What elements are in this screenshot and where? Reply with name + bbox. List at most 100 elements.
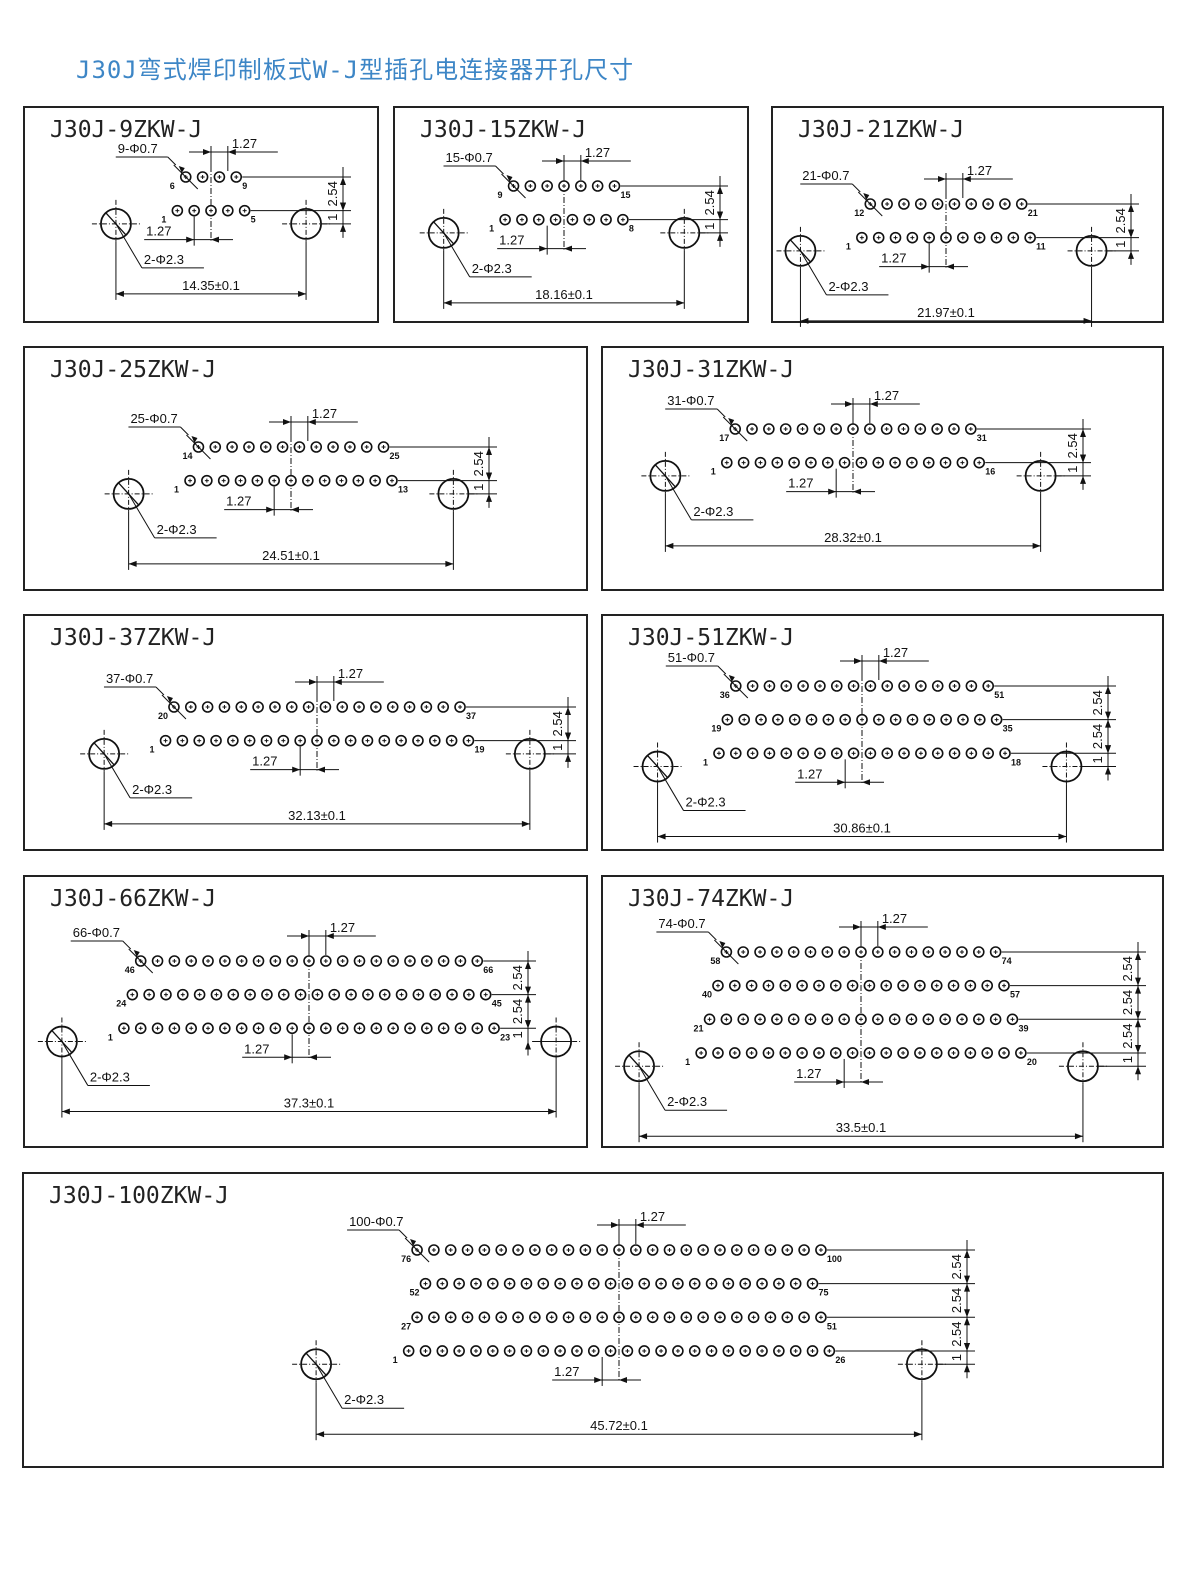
arrowhead [1080,475,1086,484]
arrowhead [853,924,861,930]
pin-number-start: 12 [854,208,864,218]
pitch-label-top: 1.27 [883,645,908,660]
pin-number-start: 19 [711,724,721,734]
span-label: 32.13±0.1 [288,808,346,823]
arrowhead [410,1239,417,1246]
arrowhead [298,290,307,297]
arrowhead [486,447,492,455]
pin-number-end: 8 [629,224,634,234]
offset-label: 1 [550,744,565,751]
arrowhead [291,506,299,513]
arrowhead [1105,745,1111,754]
arrowhead [878,658,887,664]
mounting-hole [100,208,132,240]
arrowhead [104,820,113,827]
pitch-label-top: 1.27 [882,911,907,926]
mounting-hole [427,217,460,249]
panel-frame [771,106,1164,323]
leader-line [800,250,827,296]
row-pitch-label: 2.54 [325,181,340,206]
arrowhead [340,177,346,185]
arrowhead [836,1078,845,1085]
arrowhead [717,186,723,194]
pitch-label-bottom: 1.27 [146,224,171,239]
holes-label: 21-Φ0.7 [802,168,849,183]
panel-title: J30J-66ZKW-J [50,886,216,912]
panel-title: J30J-15ZKW-J [420,117,586,143]
arrowhead [1105,711,1111,720]
pin-number-start: 1 [846,242,851,252]
pin-number-start: 1 [150,745,155,755]
pin-number-end: 11 [1036,242,1046,252]
arrowhead [1074,1133,1083,1140]
arrowhead [115,290,124,297]
pin-number-start: 58 [710,956,720,966]
holes-label: 9-Φ0.7 [118,141,158,156]
holes-label: 31-Φ0.7 [667,393,714,408]
leader-line [716,408,726,418]
panel-title: J30J-74ZKW-J [628,886,794,912]
arrowhead [1135,1044,1141,1053]
arrowhead [1032,542,1041,549]
pin-number-start: 6 [170,181,175,191]
page-title: J30J弯式焊印制板式W-J型插孔电连接器开孔尺寸 [76,56,635,84]
pin-number-start: 1 [685,1057,690,1067]
arrowhead [486,493,492,502]
arrowhead [962,176,971,182]
arrowhead [191,436,198,443]
arrowhead [128,560,137,567]
offset-label: 1 [702,223,717,230]
pin-number-end: 23 [500,1032,510,1042]
span-label: 18.16±0.1 [535,287,593,302]
panel-frame [23,875,588,1148]
arrowhead [133,950,140,957]
arrowhead [1135,1011,1141,1020]
pin-number-start: 1 [711,467,716,477]
arrowhead [964,1364,970,1373]
pin-number-start: 9 [498,190,503,200]
arrowhead [665,542,674,549]
pin-number-start: 46 [125,965,135,975]
pin-number-end: 45 [492,999,502,1009]
pin-number-end: 39 [1018,1023,1028,1033]
row-pitch-label: 2.54 [949,1288,964,1313]
offset-label: 1 [1120,1056,1135,1063]
diameter-leader [857,191,883,217]
offset-label: 1 [1065,466,1080,473]
arrowhead [292,766,301,773]
arrowhead [564,245,572,252]
mount-label: 2-Φ2.3 [132,782,172,797]
mounting-hole [641,750,674,783]
arrowhead [964,1283,970,1292]
arrowhead [1128,229,1134,238]
span-label: 45.72±0.1 [590,1418,648,1433]
arrowhead [309,1054,317,1061]
arrowhead [964,1250,970,1258]
pitch-label-top: 1.27 [232,136,257,151]
holes-label: 15-Φ0.7 [446,150,493,165]
arrowhead [1080,429,1086,437]
arrowhead [964,1309,970,1318]
arrowhead [717,211,723,220]
arrowhead [340,202,346,211]
mounting-hole [623,1050,655,1083]
arrowhead [525,961,531,969]
pitch-label-top: 1.27 [640,1209,665,1224]
row-pitch-label: 2.54 [1090,724,1105,749]
arrowhead [307,419,316,425]
pin-number-start: 21 [694,1023,704,1033]
arrowhead [921,263,930,270]
pin-number-start: 1 [161,215,166,225]
panel-title: J30J-51ZKW-J [628,625,794,651]
arrowhead [340,223,346,232]
arrowhead [1083,317,1092,324]
arrowhead [1105,719,1111,728]
arrowhead [853,488,861,495]
mounting-hole [784,235,817,267]
span-label: 30.86±0.1 [833,821,891,836]
leader-line [61,1041,89,1086]
mount-label: 2-Φ2.3 [667,1094,707,1109]
arrowhead [964,1342,970,1351]
panel-title: J30J-9ZKW-J [50,117,202,143]
